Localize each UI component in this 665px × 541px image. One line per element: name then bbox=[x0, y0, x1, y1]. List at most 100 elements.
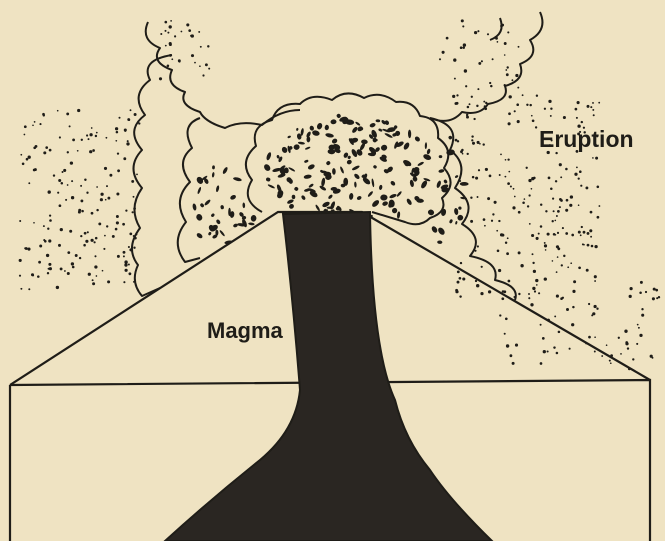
ash-dot bbox=[126, 142, 129, 145]
ash-dot bbox=[69, 125, 71, 127]
ash-dot bbox=[610, 362, 612, 364]
ash-dot bbox=[475, 177, 478, 180]
ejecta-fragment bbox=[396, 191, 402, 198]
ejecta-fragment bbox=[367, 191, 374, 198]
ash-dot bbox=[89, 133, 92, 136]
ash-dot bbox=[461, 19, 464, 22]
ash-dot bbox=[117, 152, 119, 154]
ejecta-fragment bbox=[263, 163, 272, 172]
ash-dot bbox=[456, 102, 459, 105]
ash-dot bbox=[69, 230, 72, 233]
ash-dot bbox=[504, 84, 506, 86]
ash-dot bbox=[171, 58, 173, 60]
ash-dot bbox=[559, 198, 562, 201]
ash-dot bbox=[484, 105, 486, 107]
ash-dot bbox=[124, 260, 127, 263]
ash-dot bbox=[625, 342, 628, 345]
ejecta-fragment bbox=[448, 135, 453, 140]
magma-conduit bbox=[165, 212, 492, 541]
ash-dot bbox=[124, 130, 126, 132]
ash-dot bbox=[167, 65, 170, 68]
ash-dot bbox=[459, 295, 461, 297]
ash-dot bbox=[538, 292, 540, 294]
ash-dot bbox=[467, 153, 469, 155]
ejecta-fragment bbox=[296, 128, 299, 131]
ash-dot bbox=[590, 106, 592, 108]
ash-dot bbox=[128, 272, 131, 275]
ejecta-fragment bbox=[292, 195, 296, 199]
cloud-outline-right-outer bbox=[430, 12, 542, 121]
ash-dot bbox=[580, 234, 582, 236]
ash-dot bbox=[487, 33, 489, 35]
ash-dot bbox=[630, 287, 633, 290]
ash-dot bbox=[95, 135, 97, 137]
ash-dot bbox=[460, 262, 462, 264]
ash-dot bbox=[558, 331, 561, 334]
ash-dot bbox=[94, 255, 96, 257]
ash-dot bbox=[104, 167, 107, 170]
ash-dot bbox=[639, 291, 642, 294]
ash-dot bbox=[105, 199, 107, 201]
ash-dot bbox=[465, 85, 467, 87]
ejecta-fragment bbox=[371, 199, 380, 208]
ash-dot bbox=[84, 178, 86, 180]
ash-dot bbox=[506, 344, 509, 347]
cloud-outline-right-top bbox=[490, 18, 502, 40]
ash-dot bbox=[560, 176, 562, 178]
ejecta-fragment bbox=[431, 225, 439, 233]
ash-dot bbox=[86, 192, 88, 194]
ash-dot bbox=[528, 194, 530, 196]
ash-dot bbox=[579, 170, 582, 173]
ash-dot bbox=[559, 206, 561, 208]
ejecta-fragment bbox=[293, 144, 300, 151]
ash-dot bbox=[554, 315, 556, 317]
ash-dot bbox=[538, 233, 540, 235]
ejecta-fragment bbox=[195, 176, 204, 186]
ash-dot bbox=[53, 174, 55, 176]
ash-dot bbox=[483, 218, 486, 221]
ejecta-fragment bbox=[389, 193, 397, 199]
ejecta-fragment bbox=[304, 159, 309, 163]
ash-dot bbox=[477, 245, 479, 247]
ash-dot bbox=[474, 31, 477, 34]
ash-dot bbox=[77, 109, 80, 112]
ejecta-fragment bbox=[327, 149, 335, 155]
ash-dot bbox=[67, 272, 70, 275]
ash-dot bbox=[550, 187, 553, 190]
ash-dot bbox=[457, 140, 459, 142]
ash-dot bbox=[75, 254, 78, 257]
ash-dot bbox=[67, 184, 69, 186]
ash-dot bbox=[116, 215, 119, 218]
ash-dot bbox=[43, 225, 45, 227]
ejecta-fragment bbox=[397, 211, 401, 219]
ash-dot bbox=[572, 290, 575, 293]
ash-dot bbox=[58, 244, 61, 247]
ejecta-fragment bbox=[369, 122, 376, 128]
ash-dot bbox=[78, 211, 81, 214]
ash-dot bbox=[95, 237, 98, 240]
ash-dot bbox=[497, 250, 500, 253]
ejecta-fragment bbox=[353, 173, 360, 180]
ejecta-fragment bbox=[406, 198, 413, 206]
ash-dot bbox=[19, 220, 21, 222]
ejecta-fragment bbox=[349, 193, 354, 200]
ash-dot bbox=[573, 280, 576, 283]
ash-dot bbox=[517, 120, 520, 123]
ash-dot bbox=[47, 272, 49, 274]
ejecta-fragment bbox=[301, 195, 307, 201]
cloud-outline-dome bbox=[246, 93, 451, 224]
ejecta-fragment bbox=[439, 155, 443, 158]
ash-dot bbox=[474, 250, 476, 252]
ash-dot bbox=[505, 317, 508, 320]
ash-dot bbox=[532, 119, 535, 122]
ash-dot bbox=[94, 265, 97, 268]
ash-dot bbox=[529, 104, 531, 106]
ash-dot bbox=[164, 30, 166, 32]
ash-dot bbox=[164, 21, 167, 24]
ash-dot bbox=[478, 62, 481, 65]
ejecta-fragment bbox=[281, 146, 289, 154]
ash-dot bbox=[515, 344, 518, 347]
ash-dot bbox=[102, 270, 104, 272]
ash-dot bbox=[165, 45, 167, 47]
ash-dot bbox=[574, 173, 577, 176]
